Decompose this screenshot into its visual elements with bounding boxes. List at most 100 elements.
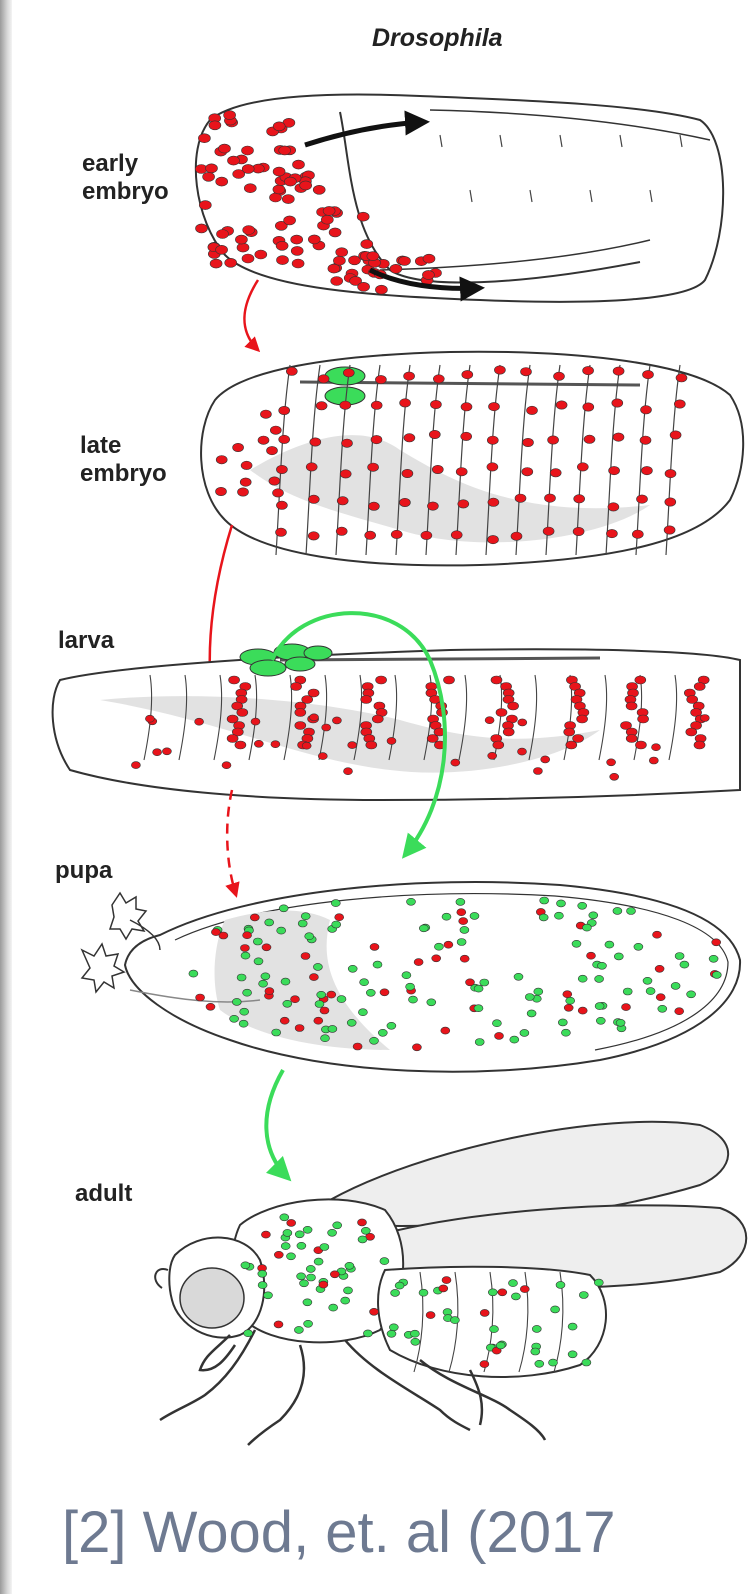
red-cell	[563, 991, 572, 998]
red-cell	[322, 724, 331, 731]
red-cell	[371, 435, 382, 443]
red-cell	[399, 256, 411, 265]
red-cell	[366, 741, 377, 749]
red-cell	[414, 959, 423, 966]
red-cell	[429, 430, 440, 438]
red-cell	[612, 399, 623, 407]
green-cell	[297, 1273, 306, 1280]
red-cell	[310, 714, 319, 721]
red-cell	[336, 248, 348, 257]
red-cell	[291, 996, 300, 1003]
red-cell	[269, 477, 280, 485]
red-cell	[643, 370, 654, 378]
green-cell	[254, 958, 263, 965]
green-cell	[605, 941, 614, 948]
red-cell	[521, 368, 532, 376]
red-cell	[487, 436, 498, 444]
green-cell	[333, 1222, 342, 1229]
red-cell	[291, 235, 303, 244]
red-cell	[421, 531, 432, 539]
green-cell	[391, 1289, 400, 1296]
red-cell	[466, 979, 475, 986]
green-cell	[456, 898, 465, 905]
red-cell	[270, 193, 282, 202]
green-cell	[613, 907, 622, 914]
green-cell	[480, 979, 489, 986]
red-cell	[686, 728, 697, 736]
red-cell	[656, 994, 665, 1001]
red-cell	[310, 438, 321, 446]
red-cell	[291, 246, 303, 255]
red-cell	[293, 160, 305, 169]
red-cell	[635, 676, 646, 684]
green-cell	[490, 1326, 499, 1333]
red-cell	[368, 463, 379, 471]
red-cell	[641, 466, 652, 474]
green-cell	[373, 961, 382, 968]
red-cell	[327, 991, 336, 998]
red-cell	[274, 1321, 283, 1328]
red-cell	[243, 932, 252, 939]
green-cell	[427, 999, 436, 1006]
green-cell	[230, 1015, 239, 1022]
red-cell	[632, 530, 643, 538]
red-cell	[533, 768, 542, 775]
red-cell	[318, 375, 329, 383]
green-cell	[303, 1226, 312, 1233]
red-cell	[371, 401, 382, 409]
red-cell	[423, 254, 435, 263]
red-cell	[330, 1271, 339, 1278]
red-cell	[227, 735, 238, 743]
red-cell	[255, 250, 267, 259]
green-cell	[281, 978, 290, 985]
red-cell	[457, 909, 466, 916]
red-cell	[566, 741, 577, 749]
green-cell	[658, 1005, 667, 1012]
red-cell	[241, 461, 252, 469]
green-cell	[281, 1243, 290, 1250]
green-cell	[509, 1280, 518, 1287]
green-cell	[294, 1326, 303, 1333]
red-cell	[153, 749, 162, 756]
red-cell	[225, 258, 237, 267]
red-cell	[380, 989, 389, 996]
red-cell	[480, 1361, 489, 1368]
red-cell	[376, 676, 387, 684]
red-cell	[488, 535, 499, 543]
red-cell	[439, 1285, 448, 1292]
red-cell	[427, 502, 438, 510]
red-cell	[635, 741, 646, 749]
red-cell	[368, 502, 379, 510]
green-cell	[549, 1359, 558, 1366]
red-cell	[674, 400, 685, 408]
red-cell	[337, 497, 348, 505]
red-cell	[131, 762, 140, 769]
green-cell	[380, 1258, 389, 1265]
red-cell	[655, 965, 664, 972]
red-cell	[404, 434, 415, 442]
red-cell	[361, 240, 373, 249]
red-cell	[277, 256, 289, 265]
stage-label-larva: larva	[58, 627, 114, 655]
green-cell	[332, 921, 341, 928]
green-cell	[240, 1008, 249, 1015]
green-cell	[646, 988, 655, 995]
red-cell	[318, 753, 327, 760]
green-cell	[582, 1359, 591, 1366]
red-cell	[316, 402, 327, 410]
red-cell	[577, 463, 588, 471]
red-cell	[219, 144, 231, 153]
red-cell	[577, 715, 588, 723]
stage-label-adult: adult	[75, 1180, 132, 1208]
red-cell	[626, 735, 637, 743]
red-cell	[242, 254, 254, 263]
green-cell	[402, 972, 411, 979]
red-cell	[279, 406, 290, 414]
green-cell	[264, 1292, 273, 1299]
green-cell	[283, 1229, 292, 1236]
red-cell	[295, 709, 306, 717]
red-cell	[494, 366, 505, 374]
red-cell	[319, 1281, 328, 1288]
red-cell	[583, 403, 594, 411]
red-cell	[676, 374, 687, 382]
